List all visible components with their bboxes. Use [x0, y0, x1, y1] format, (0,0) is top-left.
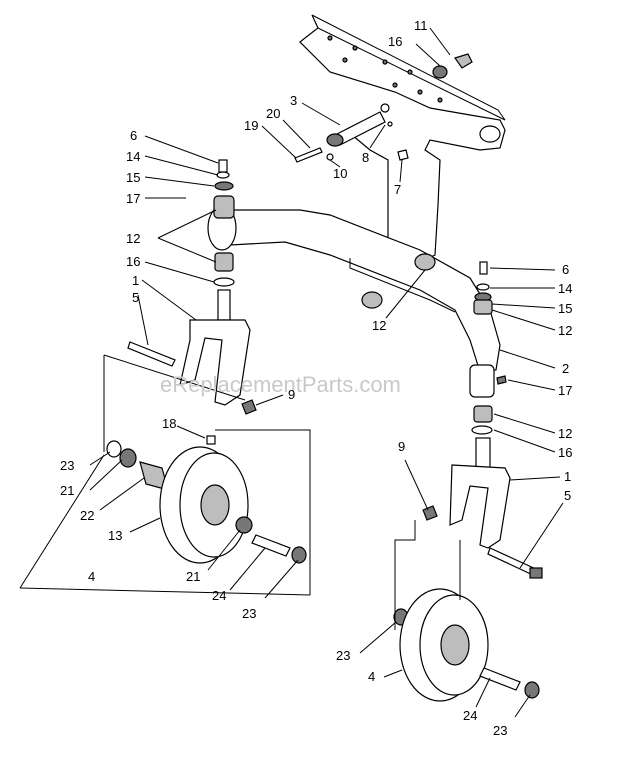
callout-23: 23	[336, 648, 350, 663]
right-wheel-assembly	[393, 588, 540, 702]
callout-23: 23	[242, 606, 256, 621]
left-spindle-stack	[127, 159, 257, 415]
callout-9: 9	[398, 439, 405, 454]
callout-16: 16	[558, 445, 572, 460]
callout-5: 5	[132, 290, 139, 305]
callout-15: 15	[558, 301, 572, 316]
callout-3: 3	[290, 93, 297, 108]
callout-23: 23	[493, 723, 507, 738]
callout-8: 8	[362, 150, 369, 165]
callout-22: 22	[80, 508, 94, 523]
left-wheel-assembly	[106, 435, 307, 564]
pivot-pin-assembly	[294, 53, 473, 163]
callout-24: 24	[212, 588, 226, 603]
callout-5: 5	[564, 488, 571, 503]
callout-6: 6	[130, 128, 137, 143]
watermark: eReplacementParts.com	[160, 372, 401, 397]
callout-13: 13	[108, 528, 122, 543]
callout-2: 2	[562, 361, 569, 376]
callout-labels: 11 16 3 20 19 8 10 7 6 14 15 17 12 16 1 …	[60, 18, 572, 738]
callout-14: 14	[126, 149, 140, 164]
callout-17: 17	[558, 383, 572, 398]
callout-7: 7	[394, 182, 401, 197]
callout-16: 16	[388, 34, 402, 49]
callout-21: 21	[186, 569, 200, 584]
callout-6: 6	[562, 262, 569, 277]
callout-4: 4	[88, 569, 95, 584]
callout-11: 11	[414, 18, 428, 33]
callout-12: 12	[372, 318, 386, 333]
callout-4: 4	[368, 669, 375, 684]
callout-10: 10	[333, 166, 347, 181]
callout-24: 24	[463, 708, 477, 723]
callout-12: 12	[558, 426, 572, 441]
callout-16: 16	[126, 254, 140, 269]
callout-1: 1	[132, 273, 139, 288]
callout-18: 18	[162, 416, 176, 431]
front-axle	[207, 205, 501, 373]
callout-12: 12	[126, 231, 140, 246]
callout-14: 14	[558, 281, 572, 296]
callout-1: 1	[564, 469, 571, 484]
leader-lines	[19, 27, 564, 718]
callout-9: 9	[288, 387, 295, 402]
callout-19: 19	[244, 118, 258, 133]
callout-15: 15	[126, 170, 140, 185]
callout-21: 21	[60, 483, 74, 498]
callout-17: 17	[126, 191, 140, 206]
callout-20: 20	[266, 106, 280, 121]
callout-23: 23	[60, 458, 74, 473]
callout-12: 12	[558, 323, 572, 338]
right-spindle-stack	[422, 261, 543, 579]
